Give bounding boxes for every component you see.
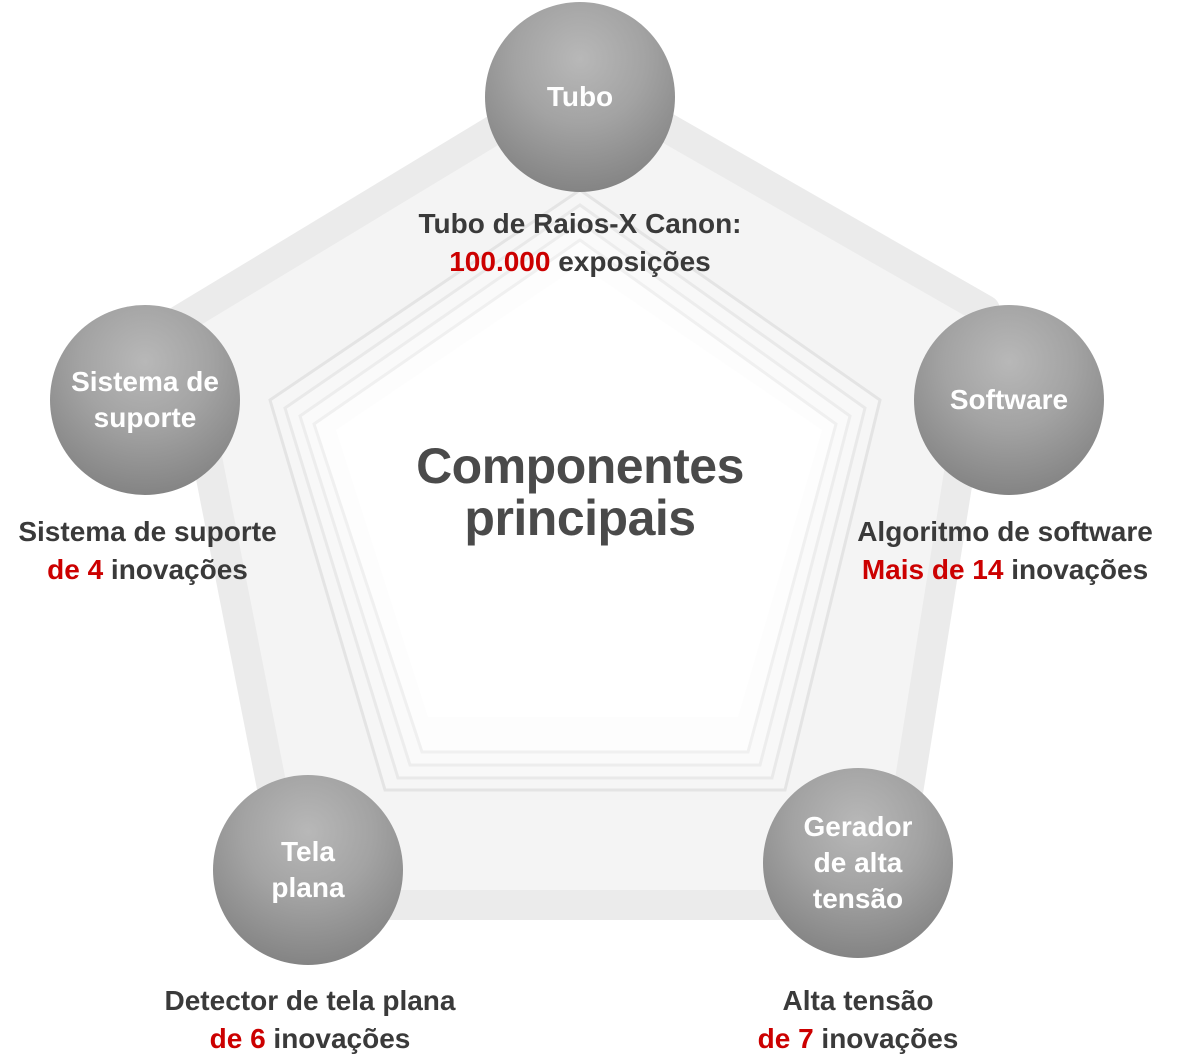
node-sistema-suporte-label: Sistema de suporte xyxy=(71,366,219,433)
node-gerador-label: Gerador de alta tensão xyxy=(803,811,913,914)
desc-sistema-suporte: Sistema de suporte de 4 inovações xyxy=(0,513,295,589)
desc-gerador: Alta tensão de 7 inovações xyxy=(708,982,1008,1058)
node-tela-plana-label: Tela plana xyxy=(271,836,345,903)
pentagon-center xyxy=(336,265,822,717)
desc-tubo-line-1: Tubo de Raios-X Canon: xyxy=(418,208,742,239)
node-software: Software xyxy=(914,305,1104,495)
desc-tubo: Tubo de Raios-X Canon: 100.000 exposiçõe… xyxy=(380,205,780,281)
desc-software-rest: inovações xyxy=(1003,554,1149,585)
node-tela-plana: Tela plana xyxy=(213,775,403,965)
node-gerador: Gerador de alta tensão xyxy=(763,768,953,958)
desc-gerador-line-1: Alta tensão xyxy=(782,985,934,1016)
desc-tela-plana-highlight: de 6 xyxy=(209,1023,266,1054)
center-title-line-1: Componentes xyxy=(416,438,744,494)
desc-sistema-suporte-rest: inovações xyxy=(103,554,248,585)
desc-tubo-rest: exposições xyxy=(550,246,711,277)
node-tubo-label: Tubo xyxy=(546,81,614,112)
desc-gerador-highlight: de 7 xyxy=(757,1023,814,1054)
desc-tela-plana-line-1: Detector de tela plana xyxy=(164,985,456,1016)
desc-tela-plana: Detector de tela plana de 6 inovações xyxy=(110,982,510,1058)
desc-software-line-1: Algoritmo de software xyxy=(857,516,1153,547)
desc-tela-plana-rest: inovações xyxy=(265,1023,411,1054)
desc-sistema-suporte-line-1: Sistema de suporte xyxy=(18,516,277,547)
desc-gerador-rest: inovações xyxy=(813,1023,959,1054)
desc-sistema-suporte-highlight: de 4 xyxy=(47,554,104,585)
node-tubo: Tubo xyxy=(485,2,675,192)
node-sistema-suporte: Sistema de suporte xyxy=(50,305,240,495)
center-title: Componentes principais xyxy=(330,440,830,544)
center-title-line-2: principais xyxy=(464,490,696,546)
node-software-label: Software xyxy=(949,384,1069,415)
desc-tubo-highlight: 100.000 xyxy=(449,246,551,277)
desc-software-highlight: Mais de 14 xyxy=(861,554,1004,585)
desc-software: Algoritmo de software Mais de 14 inovaçõ… xyxy=(830,513,1180,589)
